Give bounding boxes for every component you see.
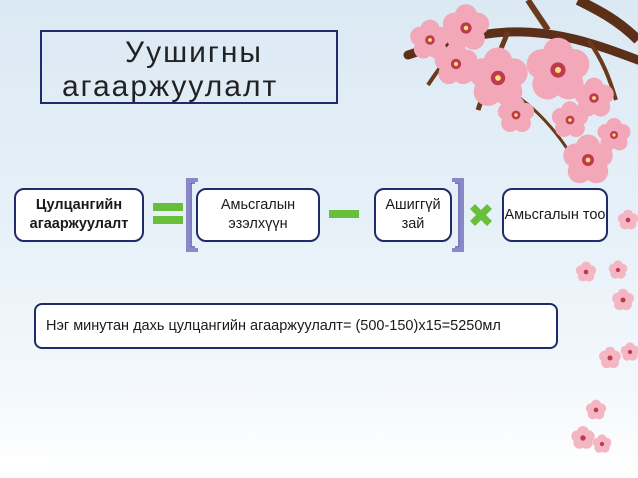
alveolar-ventilation-box: Цулцангийн агааржуулалт — [14, 188, 144, 242]
title-box: Уушигны агааржуулалт — [40, 30, 338, 104]
page-title: Уушигны агааржуулалт — [42, 36, 336, 104]
multiply-sign-icon — [470, 204, 492, 226]
respiratory-rate-label: Амьсгалын тоо — [504, 206, 606, 223]
formula-box: Нэг минутан дахь цулцангийн агааржуулалт… — [34, 303, 558, 349]
cherry-blossom-branch-icon — [403, 0, 638, 453]
dead-space-label: Ашиггүй зай — [385, 197, 441, 232]
equals-sign-icon — [153, 203, 183, 224]
corner-patch — [0, 456, 54, 478]
minus-sign-icon — [329, 210, 359, 218]
title-line-1: Уушигны — [125, 36, 263, 69]
right-bracket-icon — [452, 178, 464, 252]
left-bracket-icon — [186, 178, 198, 252]
title-line-2: агааржуулалт — [62, 70, 279, 103]
alveolar-ventilation-label: Цулцангийн агааржуулалт — [29, 197, 129, 232]
respiratory-rate-box: Амьсгалын тоо — [502, 188, 608, 242]
tidal-volume-label: Амьсгалын эзэлхүүн — [220, 197, 296, 232]
tidal-volume-box: Амьсгалын эзэлхүүн — [196, 188, 320, 242]
dead-space-box: Ашиггүй зай — [374, 188, 452, 242]
formula-text: Нэг минутан дахь цулцангийн агааржуулалт… — [46, 318, 501, 334]
